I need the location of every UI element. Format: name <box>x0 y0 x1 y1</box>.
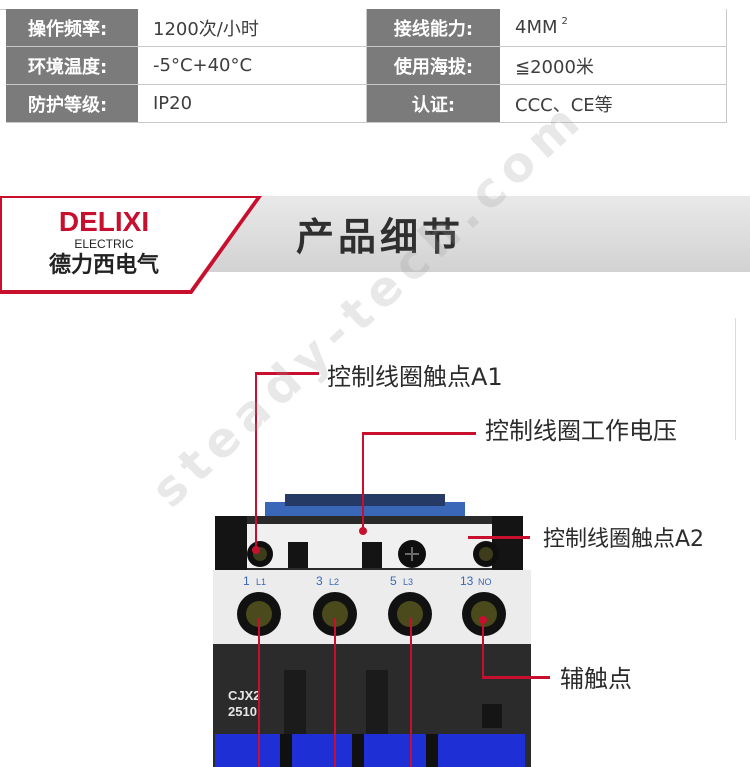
model-label: CJX2 <box>228 688 261 703</box>
spec-value: CCC、CE等 <box>500 85 727 123</box>
section-banner: DELIXI ELECTRIC 德力西电气 产品细节 <box>0 196 750 294</box>
svg-text:NO: NO <box>478 577 492 587</box>
table-row: 环境温度: -5°C+40°C 使用海拔: ≦2000米 <box>0 47 750 85</box>
spec-value: 1200次/小时 <box>138 9 367 47</box>
spec-value: -5°C+40°C <box>138 47 367 85</box>
leader-line-down <box>258 618 260 767</box>
callout-coil-contact-a2: 控制线圈触点A2 <box>543 527 705 552</box>
svg-text:L1: L1 <box>256 577 266 587</box>
brand-name: DELIXI <box>59 206 149 237</box>
table-row: 防护等级: IP20 认证: CCC、CE等 <box>0 85 750 123</box>
svg-text:L2: L2 <box>329 577 339 587</box>
terminal-label: 13 <box>460 574 474 588</box>
callout-coil-voltage: 控制线圈工作电压 <box>485 417 677 445</box>
spec-label: 接线能力: <box>367 9 500 47</box>
edge-divider <box>735 318 736 440</box>
spec-superscript: 2 <box>561 16 568 27</box>
spec-label: 操作频率: <box>6 9 138 47</box>
spec-label: 环境温度: <box>6 47 138 85</box>
svg-text:L3: L3 <box>403 577 413 587</box>
leader-line-a1 <box>255 372 257 548</box>
callout-aux-contact: 辅触点 <box>560 665 632 693</box>
callout-coil-contact-a1: 控制线圈触点A1 <box>327 363 503 391</box>
spec-label: 使用海拔: <box>367 47 500 85</box>
terminal-label: 3 <box>316 574 323 588</box>
spec-value: ≦2000米 <box>500 47 727 85</box>
brand-subtitle: ELECTRIC <box>74 237 134 251</box>
section-title: 产品细节 <box>296 215 465 259</box>
terminal-label: 1 <box>243 574 250 588</box>
brand-cn-name: 德力西电气 <box>49 252 159 278</box>
bottom-terminal-guards <box>215 734 525 767</box>
leader-line-voltage <box>362 432 364 530</box>
leader-line-a2 <box>468 536 530 539</box>
spec-label: 防护等级: <box>6 85 138 123</box>
spec-value: IP20 <box>138 85 367 123</box>
model-number: 2510 <box>228 704 257 719</box>
spec-label: 认证: <box>367 85 500 123</box>
brand-logo-badge: DELIXI ELECTRIC 德力西电气 <box>0 196 262 294</box>
spec-value-text: 4MM <box>515 17 558 38</box>
leader-line-aux <box>482 620 484 678</box>
terminal-label: 5 <box>390 574 397 588</box>
